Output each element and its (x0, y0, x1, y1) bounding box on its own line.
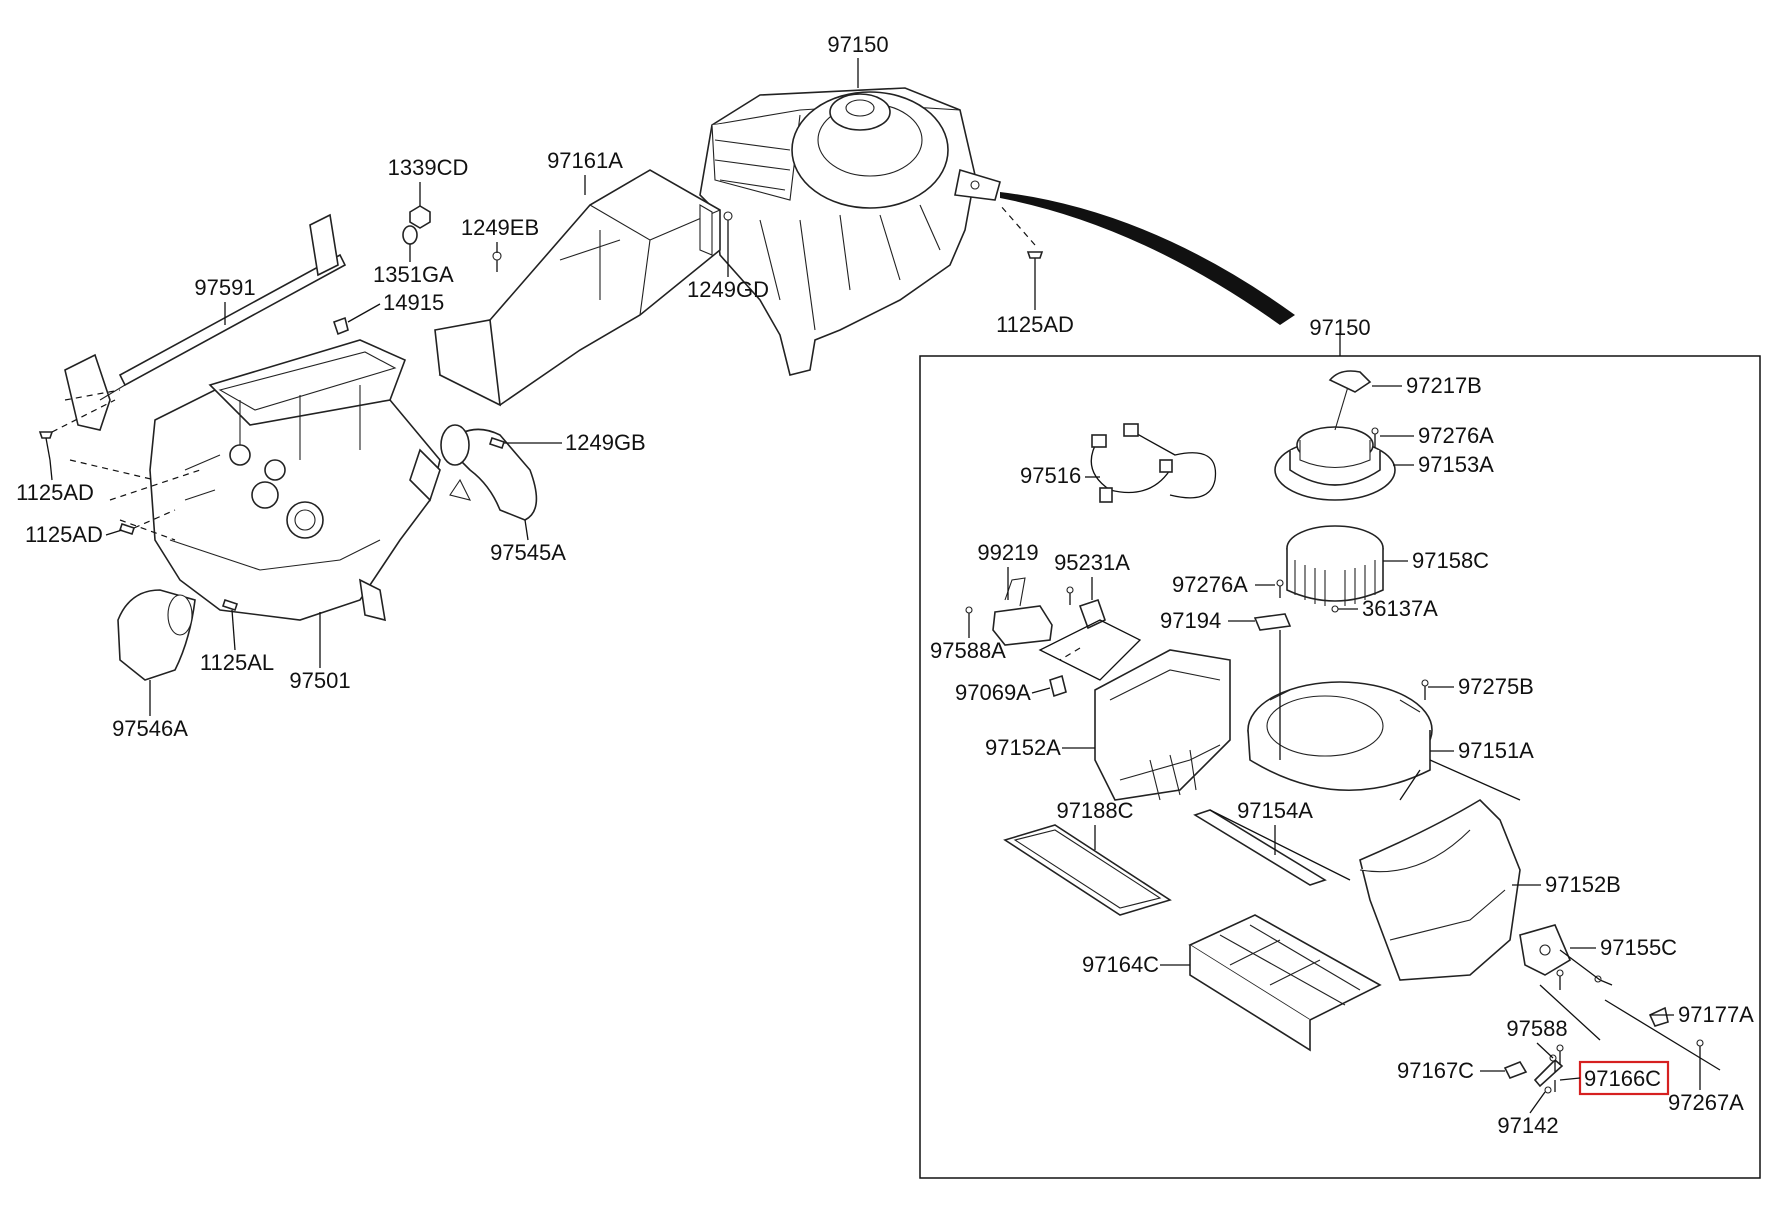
label-97142: 97142 (1497, 1113, 1558, 1138)
label-97267a: 97267A (1668, 1090, 1744, 1115)
lever-97166c (1533, 1058, 1564, 1088)
label-97588: 97588 (1506, 1016, 1567, 1041)
washer-icon (402, 225, 418, 245)
filter-tray-97164c (1188, 914, 1382, 1052)
label-97152b: 97152B (1545, 872, 1621, 897)
label-97153a: 97153A (1418, 452, 1494, 477)
filter-frame-97188c (1003, 824, 1172, 916)
label-36137a: 36137A (1362, 596, 1438, 621)
label-97069a: 97069A (955, 680, 1031, 705)
hvac-unit-97501 (149, 339, 441, 622)
screw-icon (1556, 969, 1564, 990)
label-97155c: 97155C (1600, 935, 1677, 960)
label-97152a: 97152A (985, 735, 1061, 760)
label-1125al: 1125AL (200, 650, 274, 675)
blower-assembly-top (699, 87, 1295, 376)
screw-icon (1544, 1086, 1552, 1094)
label-97150-top: 97150 (827, 32, 888, 57)
label-1125ad-left2: 1125AD (25, 522, 103, 547)
screw-icon (118, 509, 176, 536)
label-14915: 14915 (383, 290, 444, 315)
screw-icon (492, 251, 502, 272)
label-97158c: 97158C (1412, 548, 1489, 573)
label-97591: 97591 (194, 275, 255, 300)
label-1125ad-left: 1125AD (16, 480, 94, 505)
screw-icon (1556, 1044, 1564, 1065)
label-1249gd: 1249GD (687, 277, 769, 302)
screw-icon (1371, 427, 1379, 448)
label-97177a: 97177A (1678, 1002, 1754, 1027)
label-97161a: 97161A (547, 148, 623, 173)
blower-fan-97158c (1286, 525, 1384, 606)
hose-97545a (440, 424, 538, 521)
label-1125ad-mid: 1125AD (996, 312, 1074, 337)
screw-icon (1594, 975, 1613, 986)
label-97516: 97516 (1020, 463, 1081, 488)
clip-icon (1049, 674, 1067, 698)
nut-icon (409, 205, 431, 229)
screw-icon (1276, 579, 1284, 598)
label-99219: 99219 (977, 540, 1038, 565)
screw-icon (1421, 679, 1429, 700)
label-1249gb: 1249GB (565, 430, 646, 455)
screw-icon (1331, 605, 1339, 613)
screw-icon (221, 598, 239, 612)
case-97151a (1247, 681, 1433, 792)
screw-icon (38, 399, 116, 461)
label-97164c: 97164C (1082, 952, 1159, 977)
screw-icon (999, 204, 1044, 280)
resistor-99219 (992, 577, 1053, 646)
blower-motor-97153a (1274, 370, 1396, 501)
clip-icon (332, 316, 349, 336)
plate-icon (1253, 613, 1292, 631)
label-97151a: 97151A (1458, 738, 1534, 763)
screw-icon (965, 606, 973, 625)
duct-97546a (117, 589, 196, 681)
seal-97154a (1193, 809, 1327, 886)
label-97546a: 97546A (112, 716, 188, 741)
screw-icon (1696, 1039, 1704, 1060)
label-95231a: 95231A (1054, 550, 1130, 575)
label-97217b: 97217B (1406, 373, 1482, 398)
case-97152a (1094, 649, 1231, 801)
label-97194: 97194 (1160, 608, 1221, 633)
label-97501: 97501 (289, 668, 350, 693)
label-97167c: 97167C (1397, 1058, 1474, 1083)
label-97276a-a: 97276A (1418, 423, 1494, 448)
bracket-97591 (64, 213, 347, 431)
screw-icon (488, 436, 506, 450)
screw-icon (723, 211, 733, 240)
label-97275b: 97275B (1458, 674, 1534, 699)
label-97588a: 97588A (930, 638, 1006, 663)
actuator-97155c (1519, 924, 1572, 976)
wiring-harness-97516 (1090, 423, 1217, 503)
label-97154a: 97154A (1237, 798, 1313, 823)
label-1339cd: 1339CD (388, 155, 469, 180)
label-97166c: 97166C (1584, 1066, 1661, 1091)
label-1249eb: 1249EB (461, 215, 539, 240)
duct-97161a (434, 169, 721, 407)
label-97188c: 97188C (1056, 798, 1133, 823)
label-97545a: 97545A (490, 540, 566, 565)
label-1351ga: 1351GA (373, 262, 454, 287)
case-97152b (1359, 798, 1521, 981)
label-97276a-b: 97276A (1172, 572, 1248, 597)
rod-97177a (1604, 999, 1721, 1071)
screw-icon (1066, 586, 1074, 605)
label-97150-box: 97150 (1309, 315, 1370, 340)
link-97167c (1503, 1061, 1528, 1080)
